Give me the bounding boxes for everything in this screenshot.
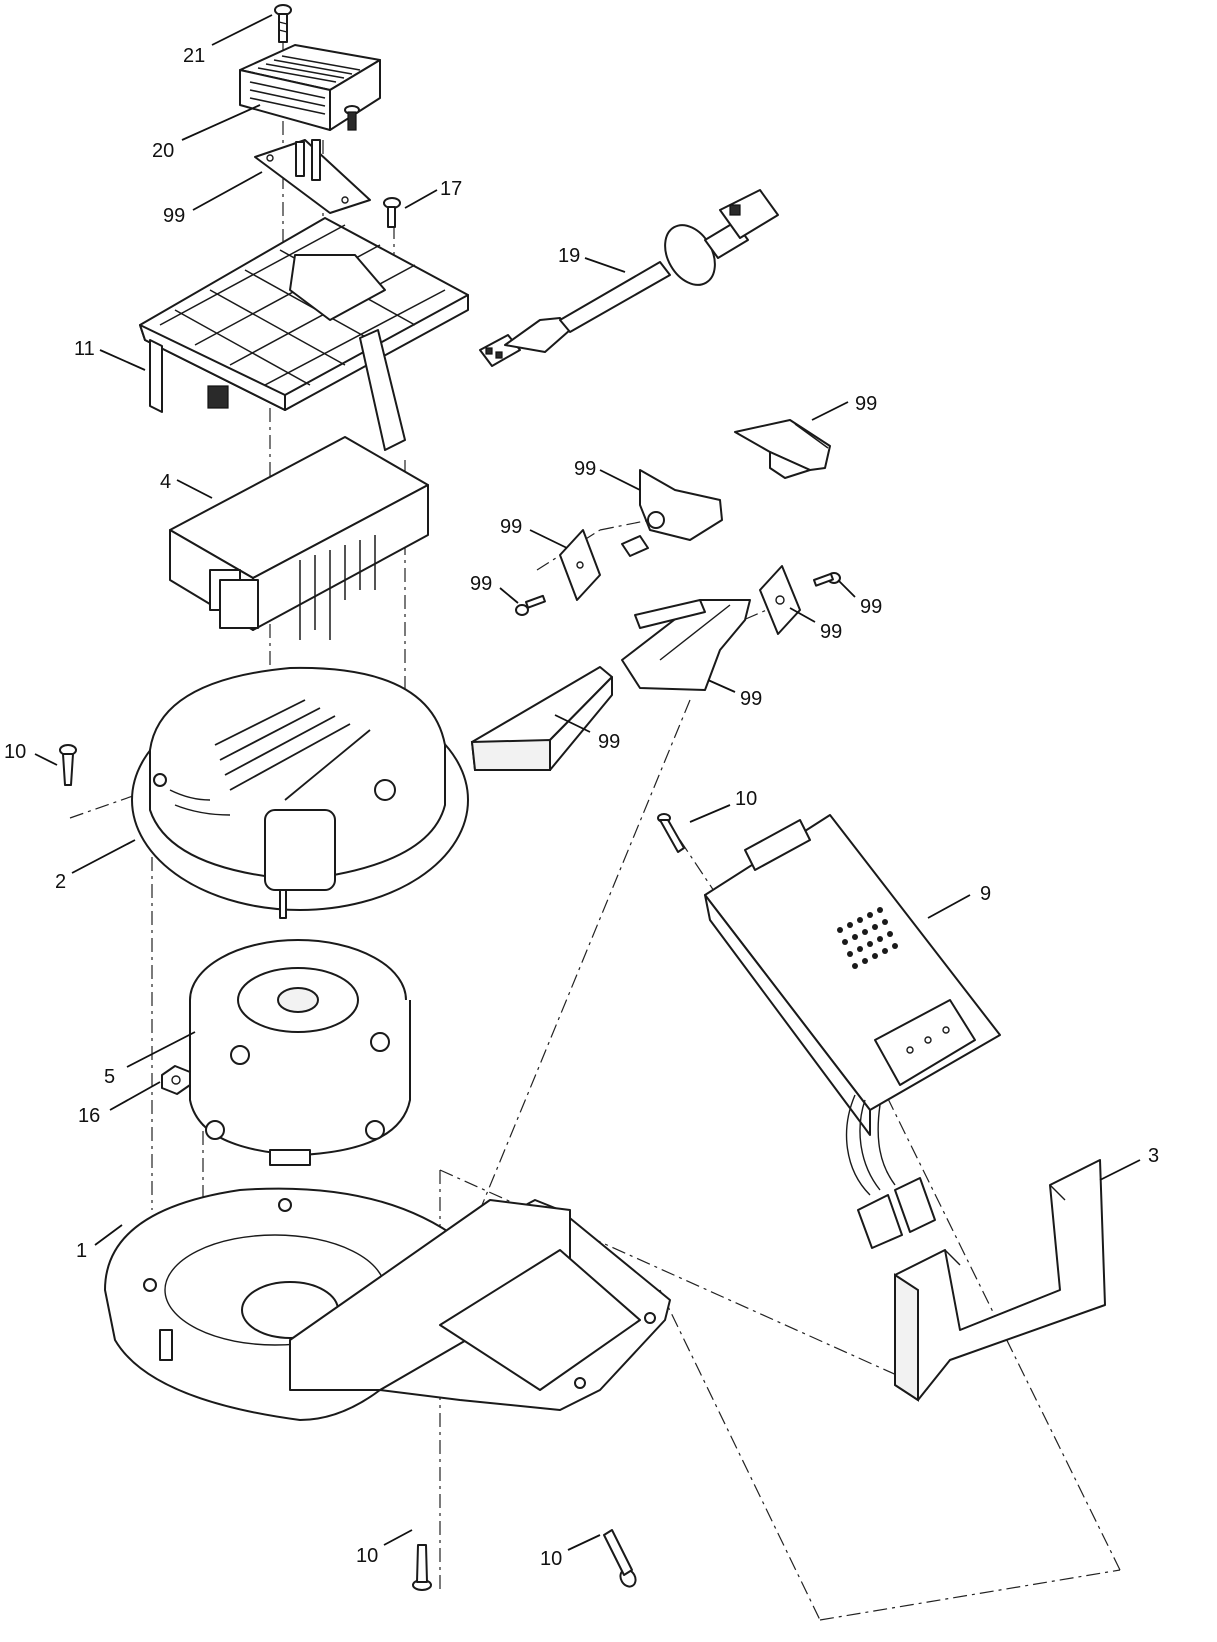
- chute-part: [621, 599, 751, 691]
- callout-16: 16: [78, 1105, 100, 1127]
- latch-part: [621, 469, 723, 557]
- callout-99-screw-left: 99: [470, 573, 492, 595]
- mounting-frame-part-11: [139, 217, 469, 451]
- callout-99-screw-right: 99: [860, 596, 882, 618]
- callout-10-pin: 10: [735, 788, 757, 810]
- plate-left: [559, 529, 601, 601]
- callout-2: 2: [55, 871, 66, 893]
- callout-9: 9: [980, 883, 991, 905]
- callout-3: 3: [1148, 1145, 1159, 1167]
- motor-part-5: [189, 939, 411, 1166]
- bracket-part-3: [894, 1159, 1106, 1402]
- callout-19: 19: [558, 245, 580, 267]
- callout-11: 11: [74, 338, 95, 360]
- screw-left: [515, 594, 546, 616]
- plate-right: [759, 565, 801, 635]
- callout-labels: 21 20 99 17 19 11 99 99 4 99 99 99 99 99…: [4, 45, 1159, 1570]
- cover-wedge-part: [470, 666, 613, 771]
- callout-10-left: 10: [4, 741, 26, 763]
- nut-part-16: [161, 1065, 191, 1095]
- callout-99-latch: 99: [574, 458, 596, 480]
- callout-17: 17: [440, 178, 462, 200]
- callout-99-bracket-top: 99: [163, 205, 185, 227]
- callout-10-bottom-right: 10: [540, 1548, 562, 1570]
- callout-99-plate-right: 99: [820, 621, 842, 643]
- callout-1: 1: [76, 1240, 87, 1262]
- callout-4: 4: [160, 471, 171, 493]
- base-plate-part-1: [104, 1187, 671, 1421]
- callout-21: 21: [183, 45, 205, 67]
- clip-part: [734, 419, 831, 479]
- motor-housing-part-2: [131, 666, 469, 919]
- leader-lines: [34, 14, 1141, 1551]
- bracket-plate: [254, 139, 371, 214]
- screw-part-21: [274, 4, 292, 43]
- callout-20: 20: [152, 140, 174, 162]
- cable-harness-part-19: [479, 189, 779, 367]
- screw-right: [812, 572, 841, 587]
- callout-99-chute: 99: [740, 688, 762, 710]
- screw-part-10-bottom-right: [603, 1529, 637, 1588]
- cover-grille-part-20: [239, 44, 381, 131]
- pin-part-10: [657, 813, 685, 853]
- callout-10-bottom-left: 10: [356, 1545, 378, 1567]
- callout-99-cover: 99: [598, 731, 620, 753]
- screw-part-17: [383, 197, 401, 228]
- screw-part-10-left: [59, 744, 77, 786]
- screw-part-10-bottom-left: [412, 1544, 432, 1591]
- controller-box-part-4: [169, 436, 429, 640]
- callout-99-plate-left: 99: [500, 516, 522, 538]
- callout-5: 5: [104, 1066, 115, 1088]
- module-part-9: [704, 814, 1001, 1249]
- callout-99-clip: 99: [855, 393, 877, 415]
